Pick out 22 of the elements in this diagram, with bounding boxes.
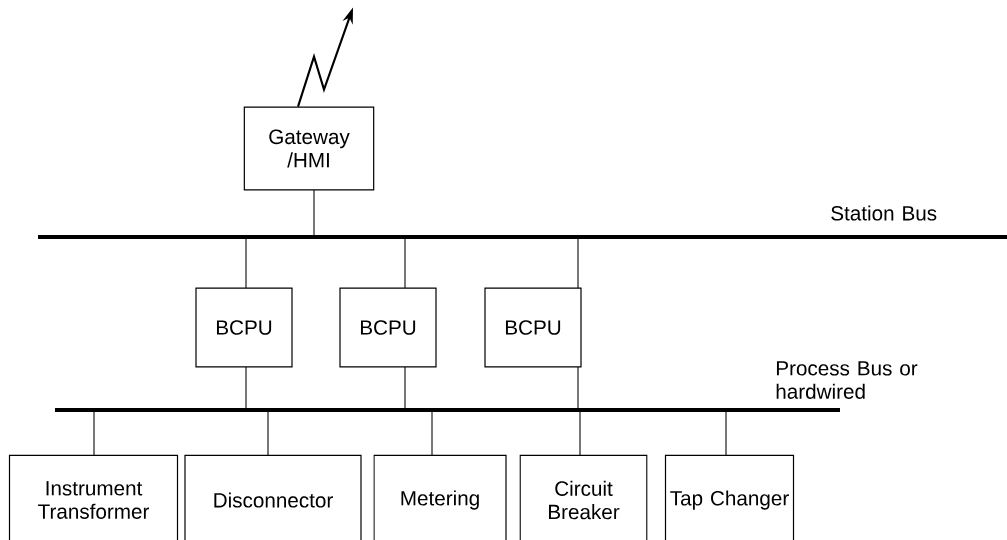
bus-line: Station Bus (38, 205, 1007, 239)
device-box: Disconnector (184, 454, 362, 540)
device-box: Instrument Transformer (8, 454, 179, 540)
device-box: BCPU (484, 287, 582, 368)
connector-line (725, 411, 727, 456)
connector-line (313, 189, 315, 236)
connector-line (577, 366, 579, 409)
connector-line (245, 366, 247, 409)
connector-line (404, 366, 406, 409)
device-box: BCPU (339, 287, 437, 368)
connector-line (579, 411, 581, 456)
connector-line (431, 411, 433, 456)
connector-line (267, 411, 269, 456)
connector-line (245, 238, 247, 289)
device-box: BCPU (195, 287, 293, 368)
device-box: Tap Changer (664, 454, 795, 540)
connector-line (404, 238, 406, 289)
connector-line (93, 411, 95, 456)
device-box: Circuit Breaker (519, 454, 648, 540)
connector-line (577, 238, 579, 289)
device-box: Metering (373, 454, 507, 540)
device-box: Gateway /HMI (243, 106, 375, 191)
